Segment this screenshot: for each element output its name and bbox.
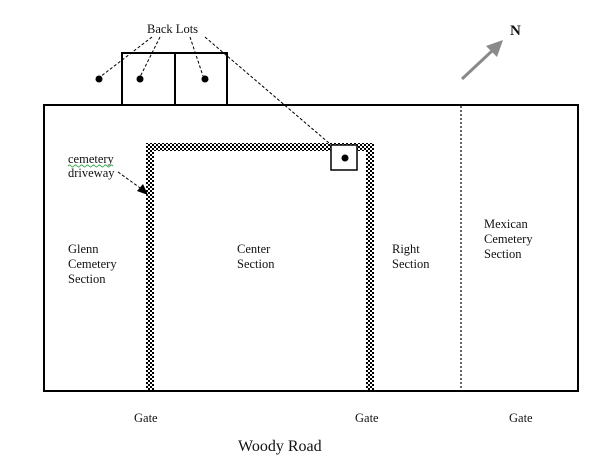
cemetery-driveway — [146, 143, 374, 390]
right-section-label-2: Section — [392, 257, 430, 271]
driveway-label-line2: driveway — [68, 166, 115, 180]
road-label: Woody Road — [238, 438, 322, 455]
north-label: N — [510, 23, 521, 39]
north-arrow-icon — [460, 40, 503, 81]
back-lots-leaders — [99, 36, 344, 156]
center-section-label-2: Section — [237, 257, 275, 271]
back-lot-dot-2 — [136, 75, 144, 83]
back-lots-label: Back Lots — [147, 22, 198, 36]
gate-left-label: Gate — [134, 411, 158, 425]
mexican-section-label-3: Section — [484, 247, 522, 261]
cemetery-boundary — [43, 104, 579, 392]
right-section-label-1: Right — [392, 242, 420, 256]
driveway-squiggle — [67, 164, 114, 168]
gate-center-label: Gate — [355, 411, 379, 425]
driveway-leader — [117, 171, 144, 191]
back-lot-box-2 — [174, 52, 228, 106]
glenn-section-label-3: Section — [68, 272, 106, 286]
driveway-label-line1: cemetery — [68, 152, 115, 166]
back-lot-dot-1 — [95, 75, 103, 83]
glenn-section-label-1: Glenn — [68, 242, 99, 256]
glenn-section-label-2: Cemetery — [68, 257, 117, 271]
mexican-section-label-1: Mexican — [484, 217, 528, 231]
back-lot-dot-3 — [201, 75, 209, 83]
mexican-section-label-2: Cemetery — [484, 232, 533, 246]
driveway-arrowhead — [137, 184, 148, 195]
back-lot-dot-4 — [341, 154, 349, 162]
gate-right-label: Gate — [509, 411, 533, 425]
center-section-label-1: Center — [237, 242, 271, 256]
